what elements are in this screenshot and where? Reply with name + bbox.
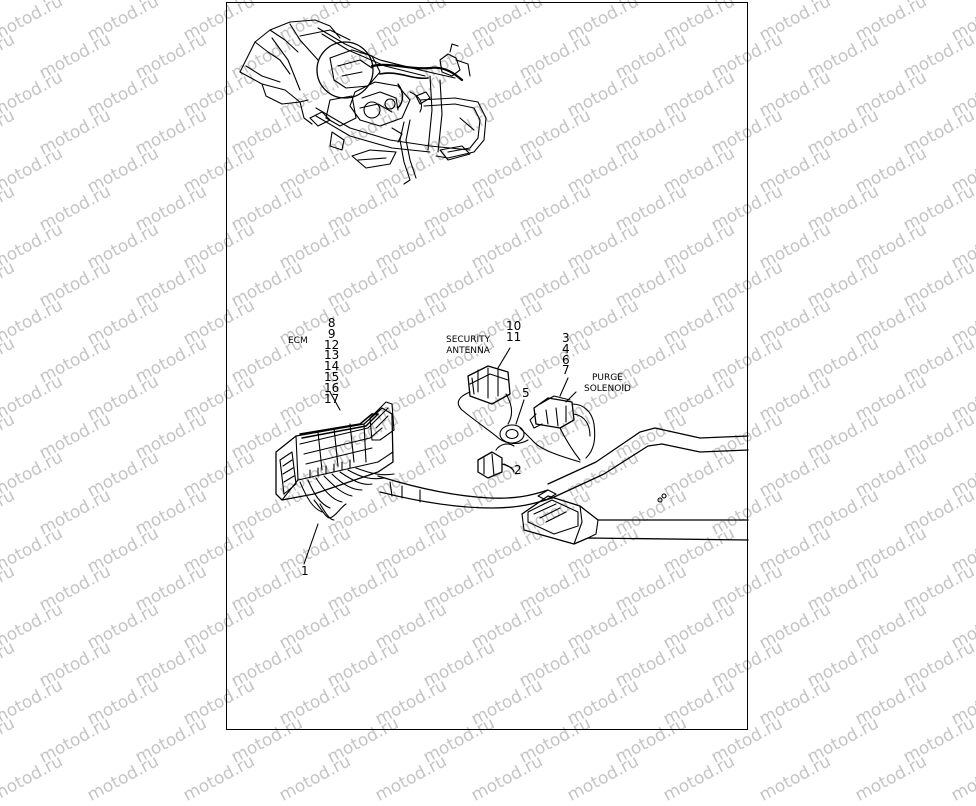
- ecm-ref-number: 15: [324, 369, 340, 384]
- callout-2: 2: [514, 463, 522, 477]
- connector-2: [477, 443, 515, 479]
- leader-line-1: [303, 523, 319, 565]
- antenna-ring: [495, 424, 581, 463]
- watermark-text: motod.ru: [276, 751, 355, 806]
- purge-solenoid-label-line: SOLENOID: [584, 384, 631, 394]
- purge-ref-number: 6: [562, 352, 570, 367]
- motorcycle-frame-overview: [239, 19, 487, 185]
- leader-line-3-7: [559, 377, 569, 397]
- watermark-text: motod.ru: [468, 751, 547, 806]
- leader-line-5: [515, 399, 525, 425]
- callout-1: 1: [301, 564, 309, 578]
- antenna-ref-number: 11: [506, 329, 522, 344]
- leader-line-ecm: [329, 391, 341, 411]
- ecm-ref-number: 8: [327, 316, 336, 330]
- watermark-text: motod.ru: [0, 751, 67, 806]
- security-antenna-connector: [457, 365, 513, 437]
- ecm-ref-number: 14: [324, 359, 340, 374]
- ecm-ref-number: 9: [327, 326, 336, 341]
- callout-5: 5: [522, 386, 530, 400]
- security-antenna-label-line: SECURITY: [446, 335, 491, 345]
- ecm-wire-bundle: [299, 467, 553, 521]
- purge-ref-number: 7: [562, 363, 570, 378]
- watermark-text: motod.ru: [564, 751, 643, 806]
- watermark-text: motod.ru: [852, 751, 931, 806]
- ecm-ref-number: 12: [324, 337, 340, 352]
- purge-ref-number: 4: [562, 341, 570, 356]
- purge-ref-number: 3: [562, 331, 570, 345]
- ecm-ref-number: 16: [324, 380, 340, 395]
- watermark-text: motod.ru: [756, 751, 835, 806]
- ecm-ref-number: 13: [324, 348, 340, 363]
- watermark-text: motod.ru: [372, 751, 451, 806]
- watermark-text: motod.ru: [948, 751, 976, 806]
- purge-solenoid-label-line: PURGE: [591, 373, 623, 383]
- leader-line-purge: [565, 391, 577, 403]
- ecm-ref-number: 17: [324, 391, 340, 406]
- ecm-module: [275, 401, 395, 501]
- wiring-diagram: [239, 19, 749, 565]
- antenna-ref-number: 10: [506, 319, 522, 333]
- purge-solenoid-connector: [529, 395, 596, 461]
- watermark-text: motod.ru: [180, 751, 259, 806]
- leader-line-antenna: [497, 347, 511, 369]
- watermark-text: motod.ru: [660, 751, 739, 806]
- leader-line-2: [503, 463, 513, 469]
- frame-rail: [521, 427, 749, 545]
- security-antenna-label-line: ANTENNA: [446, 346, 490, 356]
- ecm-label: ECM: [288, 336, 308, 346]
- watermark-text: motod.ru: [84, 751, 163, 806]
- diagram-frame: [226, 2, 748, 730]
